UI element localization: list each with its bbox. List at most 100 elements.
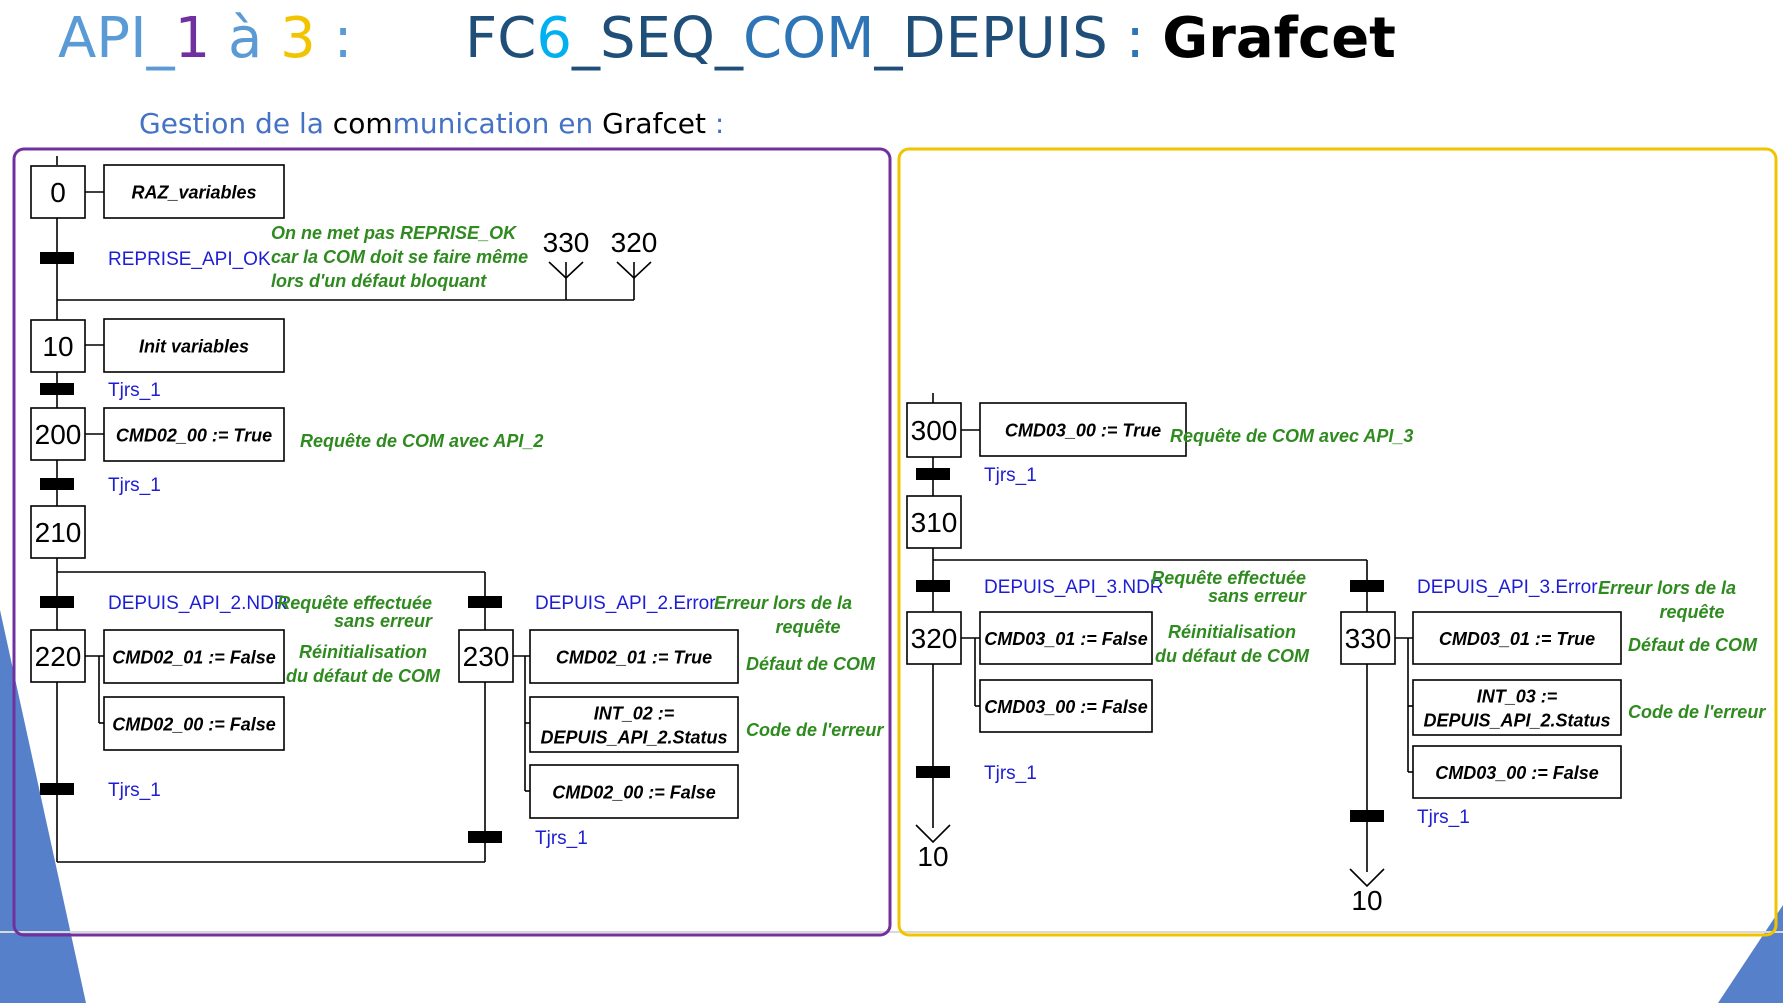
action-text: CMD02_01 := False	[112, 648, 276, 668]
step-number: 10	[42, 331, 73, 362]
action-box	[103, 164, 285, 219]
left_title-run: à	[210, 6, 281, 71]
action-box	[103, 696, 285, 751]
step-reference: 330	[543, 227, 590, 258]
transition-condition: Tjrs_1	[535, 828, 588, 849]
transition-bar	[40, 252, 74, 264]
right_title-run: Grafcet	[1162, 6, 1396, 71]
transition-condition: REPRISE_API_OK	[108, 249, 271, 270]
action-box	[529, 629, 739, 684]
decoration-layer	[0, 610, 1783, 1003]
step-number: 200	[35, 419, 82, 450]
comment-text: Requête de COM avec API_3	[1170, 426, 1413, 446]
transition-bar	[40, 478, 74, 490]
action-text: RAZ_variables	[131, 183, 256, 203]
action-text: CMD02_00 := False	[552, 783, 716, 803]
right_title-run: FC	[465, 6, 537, 71]
corner-decoration	[0, 610, 86, 1003]
comment-text: Code de l'erreur	[746, 720, 884, 740]
comment-text: Erreur lors de la	[1598, 578, 1736, 598]
action-box	[103, 629, 285, 684]
left_title-run: 3	[280, 6, 316, 71]
slide-title-right: FC6_SEQ_COM_DEPUIS : Grafcet	[465, 6, 1396, 72]
action-box	[1412, 611, 1622, 665]
action-box	[103, 407, 285, 462]
slide-title-left: API_1 à 3 :	[58, 6, 352, 72]
left_title-run: 1	[174, 6, 211, 71]
frames-layer	[12, 147, 1778, 937]
action-text: DEPUIS_API_2.Status	[1423, 711, 1610, 731]
step-number: 320	[911, 623, 958, 654]
action-text: INT_03 :=	[1477, 687, 1558, 707]
action-text: INT_02 :=	[594, 704, 675, 724]
step-reference: 10	[917, 841, 948, 872]
transition-bar	[1350, 580, 1384, 592]
step-box-230	[458, 629, 514, 683]
transition-bar	[916, 468, 950, 480]
subtitle-run: :	[705, 107, 725, 140]
subtitle-run: munication en	[392, 107, 603, 140]
step-box-310	[906, 495, 962, 549]
transition-bar	[1350, 810, 1384, 822]
left_title-run: :	[315, 6, 353, 71]
action-text: CMD02_00 := True	[116, 426, 272, 446]
comment-text: Erreur lors de la	[714, 593, 852, 613]
step-number: 230	[463, 641, 510, 672]
comment-text: Défaut de COM	[746, 654, 876, 674]
comment-text: Réinitialisation	[299, 642, 427, 662]
action-box	[979, 611, 1153, 665]
transition-condition: DEPUIS_API_2.Error	[535, 593, 716, 614]
comment-text: du défaut de COM	[286, 666, 441, 686]
action-text: CMD02_01 := True	[556, 648, 712, 668]
action-box	[1412, 679, 1622, 736]
step-box-0	[30, 165, 86, 219]
step-number: 210	[35, 517, 82, 548]
comment-text: du défaut de COM	[1155, 646, 1310, 666]
action-box	[979, 679, 1153, 733]
step-box-220	[30, 629, 86, 683]
step-box-320	[906, 611, 962, 665]
step-box-210	[30, 505, 86, 559]
comment-text: On ne met pas REPRISE_OK	[271, 223, 518, 243]
comment-text: lors d'un défaut bloquant	[271, 271, 487, 291]
action-text: CMD03_01 := True	[1439, 629, 1595, 649]
transition-condition: Tjrs_1	[1417, 807, 1470, 828]
action-box	[103, 318, 285, 373]
step-box-330	[1340, 611, 1396, 665]
step-number: 300	[911, 415, 958, 446]
right_title-run: _SEQ_	[571, 6, 743, 71]
slide-subtitle: Gestion de la communication en Grafcet :	[139, 106, 724, 142]
left_title-run: API_	[58, 6, 175, 71]
step-reference: 320	[611, 227, 658, 258]
step-number: 220	[35, 641, 82, 672]
transition-condition: DEPUIS_API_3.NDR	[984, 577, 1164, 598]
transition-bar	[468, 831, 502, 843]
comment-text: Réinitialisation	[1168, 622, 1296, 642]
step-box-300	[906, 402, 962, 458]
action-box	[979, 402, 1187, 457]
transition-condition: Tjrs_1	[108, 380, 161, 401]
boxes-layer	[30, 164, 1622, 843]
step-number: 310	[911, 507, 958, 538]
transition-condition: DEPUIS_API_2.NDR	[108, 593, 288, 614]
subtitle-run: Grafcet	[602, 107, 706, 140]
action-box	[529, 764, 739, 819]
left-frame	[12, 147, 892, 937]
transition-bar	[40, 783, 74, 795]
comment-text: Code de l'erreur	[1628, 702, 1766, 722]
transition-bar	[916, 766, 950, 778]
right_title-run: COM	[742, 6, 875, 71]
comment-text: sans erreur	[1208, 586, 1307, 606]
step-number: 330	[1345, 623, 1392, 654]
transition-condition: Tjrs_1	[984, 763, 1037, 784]
action-text: CMD03_00 := False	[1435, 763, 1599, 783]
action-box	[529, 696, 739, 753]
right_title-run: _DEPUIS	[874, 6, 1108, 71]
jump-arrow	[1349, 868, 1385, 888]
jump-arrow	[915, 824, 951, 844]
right-frame	[897, 147, 1778, 937]
subtitle-run: Gestion de la	[139, 107, 333, 140]
transition-bar	[40, 383, 74, 395]
